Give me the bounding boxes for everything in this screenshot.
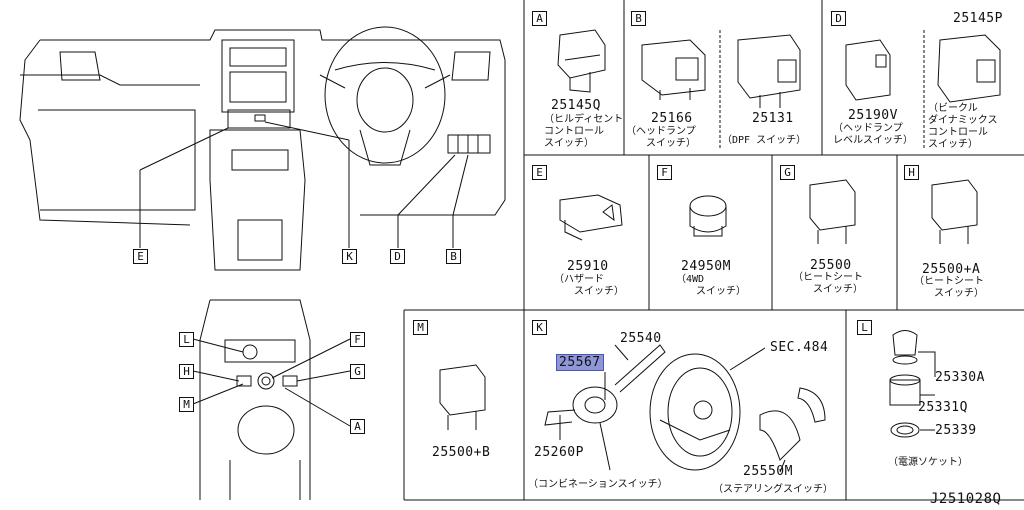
- callout-k[interactable]: K: [342, 249, 357, 264]
- section-reference[interactable]: SEC.484: [770, 340, 829, 355]
- combination-switch-drawing: [544, 344, 826, 473]
- part-number[interactable]: 25910: [567, 259, 609, 274]
- part-description: （ヒートシート スイッチ）: [793, 272, 863, 295]
- part-number[interactable]: 25500: [810, 258, 852, 273]
- part-description: （コンビネーションスイッチ）: [528, 479, 668, 490]
- part-number[interactable]: 25500+B: [432, 445, 491, 460]
- console-drawing: [192, 299, 351, 500]
- part-number[interactable]: 25131: [752, 111, 794, 126]
- callout-b[interactable]: B: [446, 249, 461, 264]
- panel-tag-a: A: [532, 11, 547, 26]
- callout-g[interactable]: G: [350, 364, 365, 379]
- callout-m[interactable]: M: [179, 397, 194, 412]
- part-number[interactable]: 25190V: [848, 108, 898, 123]
- part-description: （ヒルディセント コントロール スイッチ）: [544, 114, 624, 149]
- part-number[interactable]: 25339: [935, 423, 977, 438]
- panel-tag-k: K: [532, 320, 547, 335]
- panel-tag-b: B: [631, 11, 646, 26]
- part-number[interactable]: 25550M: [743, 464, 793, 479]
- part-description: （ステアリングスイッチ）: [713, 484, 833, 495]
- callout-a[interactable]: A: [350, 419, 365, 434]
- callout-f[interactable]: F: [350, 332, 365, 347]
- callout-l[interactable]: L: [179, 332, 194, 347]
- part-number[interactable]: 25145P: [953, 11, 1003, 26]
- part-description: （DPF スイッチ）: [722, 135, 807, 146]
- callout-d[interactable]: D: [390, 249, 405, 264]
- dashboard-drawing: [19, 26, 506, 271]
- panel-tag-d: D: [831, 11, 846, 26]
- part-description: （電源ソケット）: [888, 457, 968, 468]
- panel-tag-l: L: [857, 320, 872, 335]
- part-number[interactable]: 25331Q: [918, 400, 968, 415]
- part-number-highlighted[interactable]: 25567: [556, 354, 604, 371]
- part-description: （ヘッドランプ レベルスイッチ）: [833, 123, 913, 146]
- part-number[interactable]: 25540: [620, 331, 662, 346]
- switch-25145Q-drawing: [557, 29, 606, 93]
- panel-tag-h: H: [904, 165, 919, 180]
- diagram-code: J251028Q: [930, 491, 1002, 507]
- part-description: （ビークル ダイナミックス コントロール スイッチ）: [928, 103, 998, 150]
- part-number[interactable]: 25260P: [534, 445, 584, 460]
- panel-tag-m: M: [413, 320, 428, 335]
- part-description: （ヒートシート スイッチ）: [914, 276, 984, 299]
- part-description: （ハザード スイッチ）: [554, 274, 624, 297]
- callout-e[interactable]: E: [133, 249, 148, 264]
- part-number[interactable]: 25145Q: [551, 98, 601, 113]
- part-number[interactable]: 25166: [651, 111, 693, 126]
- panel-tag-g: G: [780, 165, 795, 180]
- part-description: （4WD スイッチ）: [676, 274, 746, 297]
- panel-tag-f: F: [657, 165, 672, 180]
- part-number[interactable]: 25500+A: [922, 262, 981, 277]
- part-number[interactable]: 25330A: [935, 370, 985, 385]
- callout-h[interactable]: H: [179, 364, 194, 379]
- panel-tag-e: E: [532, 165, 547, 180]
- part-number[interactable]: 24950M: [681, 259, 731, 274]
- part-description: （ヘッドランプ スイッチ）: [626, 126, 696, 149]
